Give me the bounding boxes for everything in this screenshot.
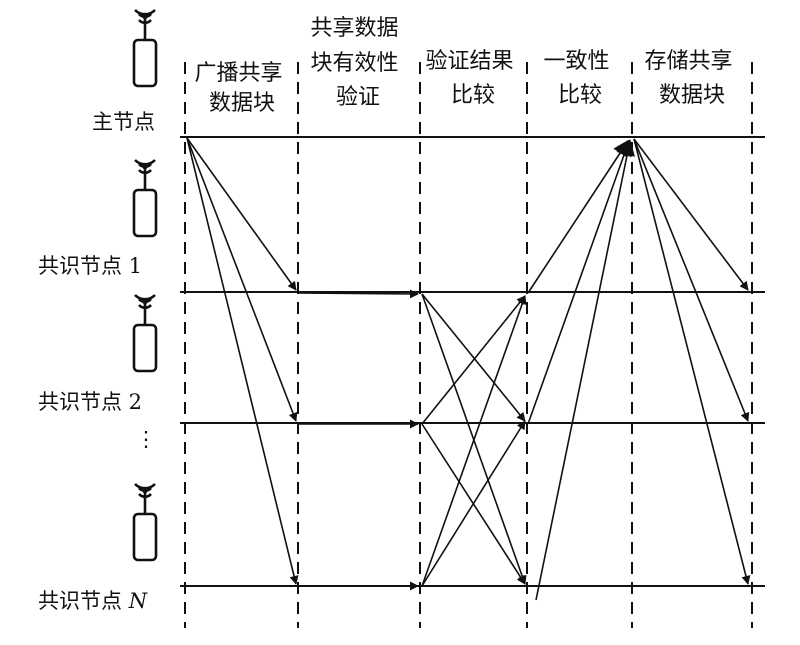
node-label-consensus-2: 共识节点 2 xyxy=(38,390,142,414)
store-arrows xyxy=(633,138,751,585)
arrow-c-1 xyxy=(527,139,629,294)
node-timelines xyxy=(180,136,765,587)
arrow-c-2 xyxy=(527,139,632,425)
phase-validity-label: 共享数据 块有效性 验证 xyxy=(310,16,405,110)
phase-broadcast-label: 广播共享 数据块 xyxy=(194,61,289,116)
arrow-r-n-2 xyxy=(421,420,526,587)
antenna-icon xyxy=(132,9,158,88)
antenna-icons xyxy=(132,9,158,562)
node-ellipsis: ⋮ xyxy=(136,427,157,451)
arrow-s-2 xyxy=(633,138,750,422)
phase-store-label: 存储共享 数据块 xyxy=(644,49,739,108)
arrow-r-2-1 xyxy=(421,295,526,425)
antenna-icon xyxy=(132,483,158,562)
arrow-broadcast-1 xyxy=(186,137,297,291)
arrow-s-n xyxy=(633,138,751,585)
phase-consistency-label: 一致性 比较 xyxy=(543,49,616,108)
validation-arrows xyxy=(297,289,419,591)
consistency-arrows xyxy=(527,139,635,601)
node-label-consensus-1: 共识节点 1 xyxy=(38,254,142,278)
broadcast-arrows xyxy=(186,137,299,585)
antenna-icon xyxy=(132,294,158,373)
arrow-s-1 xyxy=(633,138,749,291)
arrow-c-n xyxy=(535,139,635,601)
result-compare-arrows xyxy=(421,293,527,587)
arrow-r-1-2 xyxy=(421,293,526,422)
arrow-validate-1 xyxy=(297,289,419,299)
arrow-broadcast-n xyxy=(186,137,299,585)
node-label-consensus-n: 共识节点 N xyxy=(38,589,148,613)
antenna-icon xyxy=(132,159,158,238)
phase-result-compare-label: 验证结果 比较 xyxy=(425,49,520,108)
phase-separators xyxy=(184,62,753,628)
node-label-primary: 主节点 xyxy=(92,110,155,134)
arrow-broadcast-2 xyxy=(186,137,298,422)
arrow-r-n-1 xyxy=(421,295,527,587)
